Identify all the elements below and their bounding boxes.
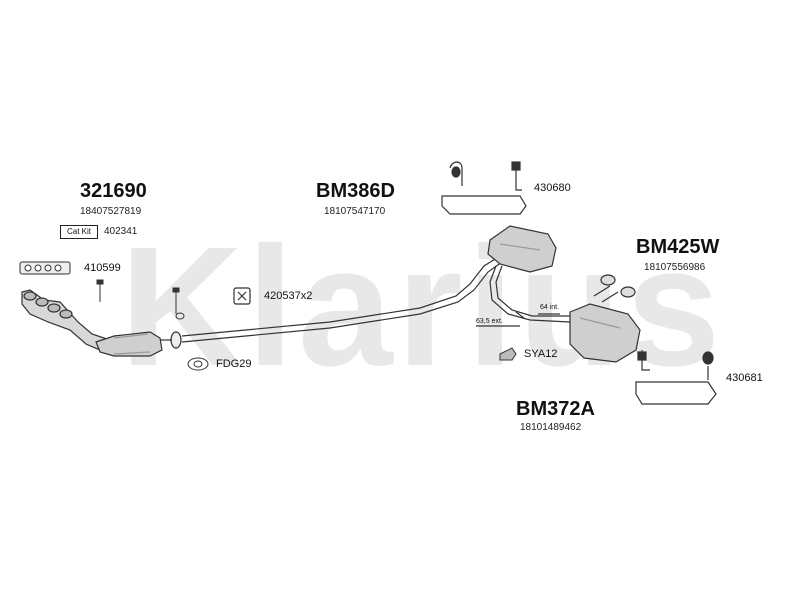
part-code-bm386d: BM386D	[316, 180, 395, 202]
part-code-bm425w: BM425W	[636, 236, 720, 258]
centre-silencer	[487, 225, 557, 273]
ref-bm372a: 18101489462	[520, 422, 582, 433]
svg-text:Klarius: Klarius	[120, 212, 724, 402]
catkit-code: 402341	[104, 226, 138, 237]
catalytic-converter	[95, 331, 182, 357]
manifold-gasket-icon	[19, 261, 71, 275]
dim-64-int: 64 int.	[540, 304, 560, 311]
dim-635-ext: 63,5 ext.	[476, 318, 503, 325]
part-code-321690: 321690	[80, 180, 147, 202]
part-420537x2: 420537x2	[264, 290, 313, 302]
intermediate-pipe	[181, 255, 503, 343]
part-fdg29: FDG29	[216, 358, 252, 370]
clamp-icon	[233, 287, 251, 305]
part-430680: 430680	[534, 182, 571, 194]
ref-bm425w: 18107556986	[644, 262, 706, 273]
catkit-badge: Cat Kit	[60, 225, 98, 239]
flange-gasket-icon	[187, 357, 209, 371]
ref-321690: 18407527819	[80, 206, 142, 217]
rubber-hanger-icon	[499, 347, 517, 361]
rear-silencer	[569, 274, 641, 363]
part-code-bm372a: BM372A	[516, 398, 595, 420]
part-410599: 410599	[84, 262, 121, 274]
exhaust-manifold	[21, 289, 112, 351]
ref-bm386d: 18107547170	[324, 206, 386, 217]
part-sya12: SYA12	[524, 348, 558, 360]
mounting-front-icon	[441, 161, 527, 215]
rear-pipe	[489, 265, 571, 323]
part-430681: 430681	[726, 372, 763, 384]
mounting-rear-icon	[635, 350, 717, 405]
stud-icon	[96, 279, 185, 320]
